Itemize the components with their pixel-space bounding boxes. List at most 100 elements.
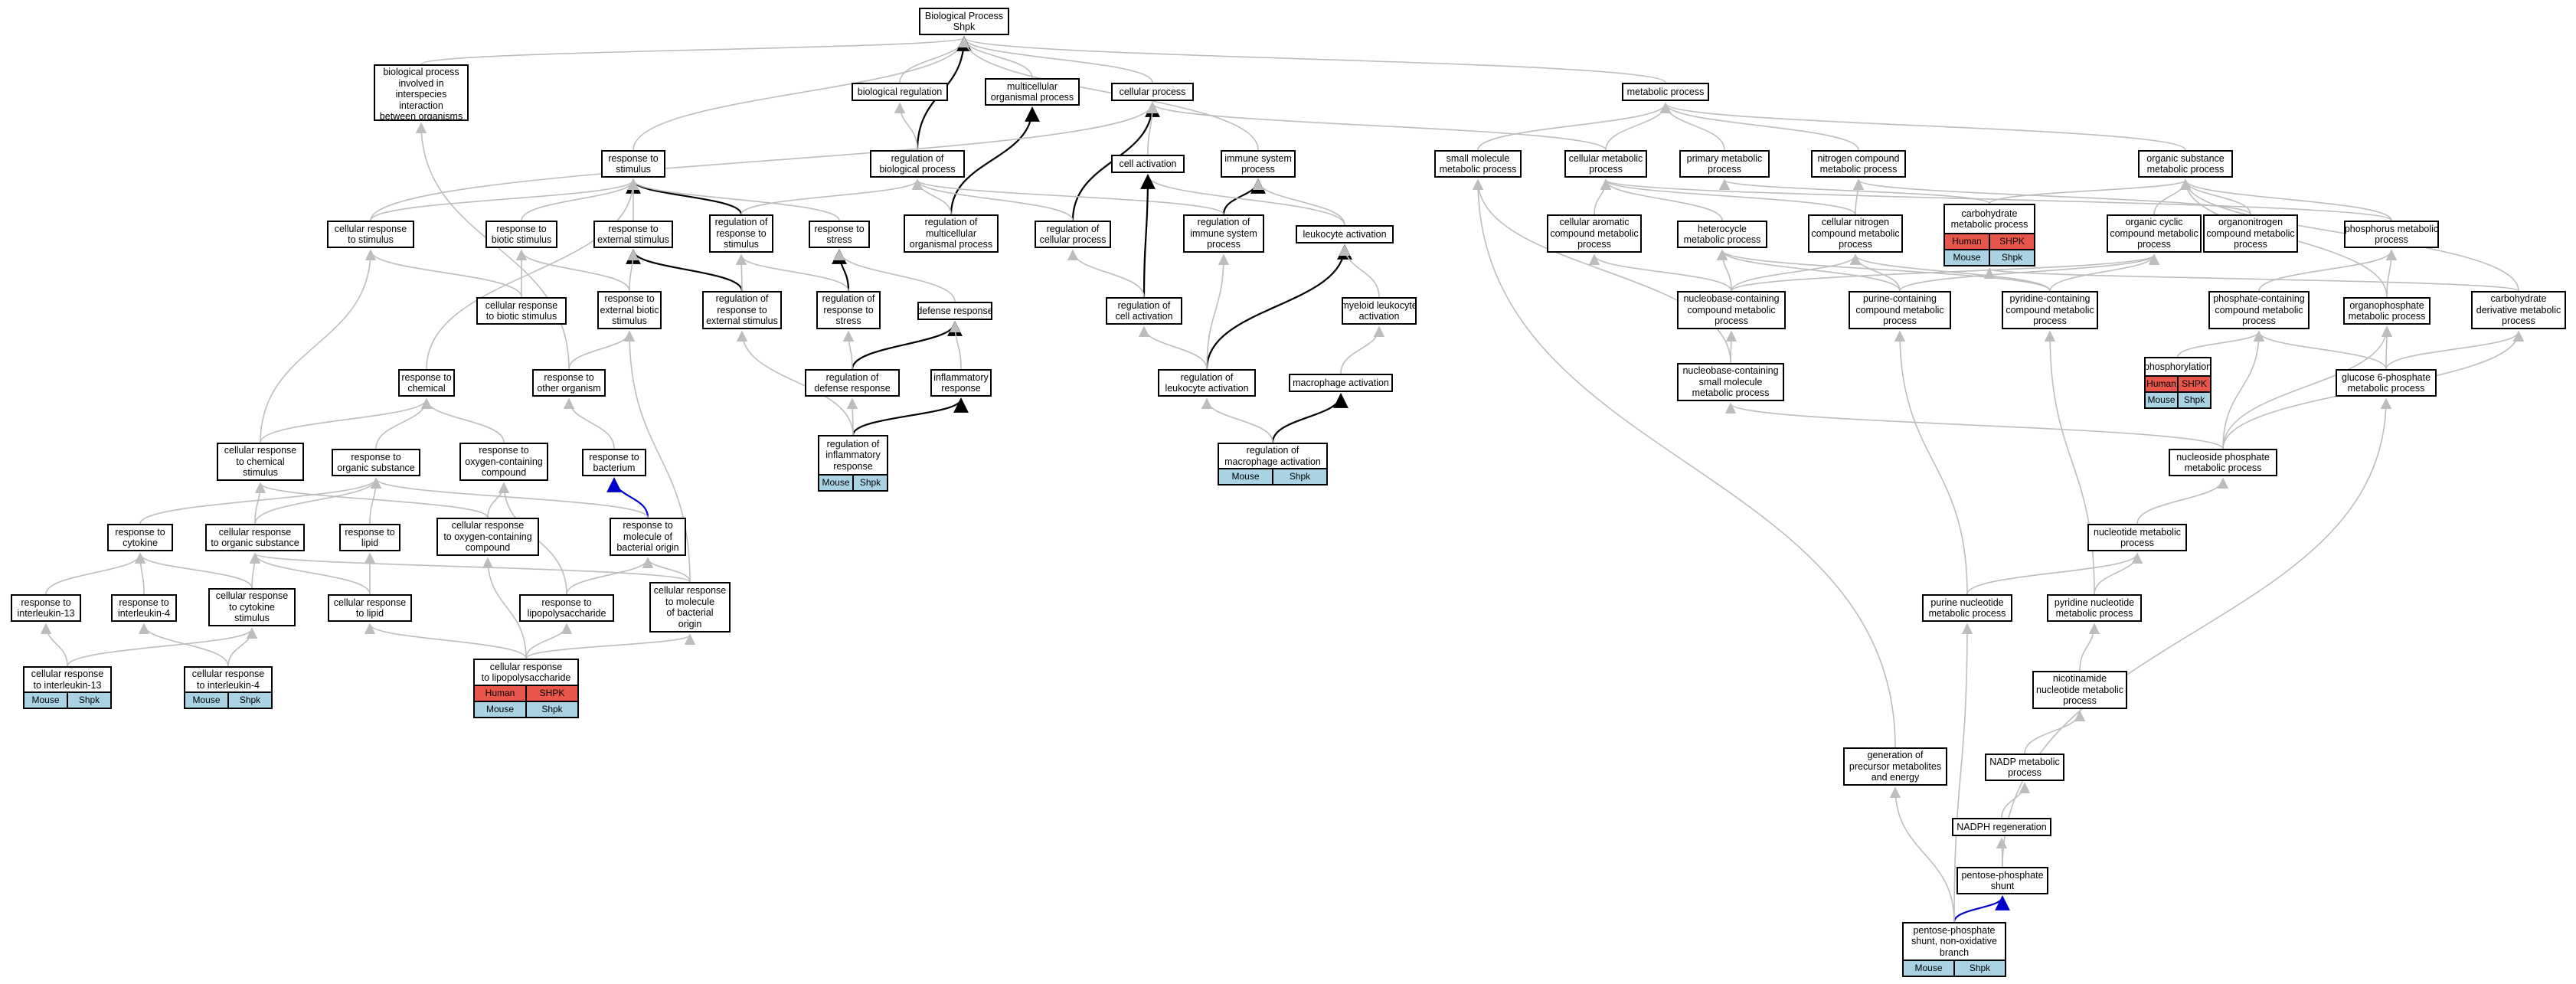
- go-term-node[interactable]: response to molecule of bacterial origin: [610, 518, 686, 556]
- go-term-node[interactable]: glucose 6-phosphate metabolic process: [2336, 369, 2437, 397]
- go-term-node[interactable]: purine nucleotide metabolic process: [1922, 594, 2012, 622]
- go-term-node[interactable]: nucleoside phosphate metabolic process: [2169, 449, 2277, 476]
- go-term-node[interactable]: heterocycle metabolic process: [1677, 221, 1767, 248]
- go-term-node[interactable]: carbohydrate derivative metabolic proces…: [2471, 291, 2566, 329]
- go-term-node[interactable]: cell activation: [1111, 155, 1185, 173]
- go-term-node[interactable]: cellular response to oxygen-containing c…: [436, 518, 539, 556]
- go-term-node[interactable]: biological process involved in interspec…: [374, 64, 469, 121]
- go-term-node[interactable]: multicellular organismal process: [985, 78, 1080, 106]
- go-term-label: pyridine-containing compound metabolic p…: [2006, 293, 2094, 327]
- go-term-node[interactable]: small molecule metabolic process: [1434, 150, 1522, 178]
- go-term-node[interactable]: NADPH regeneration: [1952, 818, 2051, 836]
- go-term-node[interactable]: organophosphate metabolic process: [2343, 297, 2431, 325]
- go-term-node[interactable]: cellular nitrogen compound metabolic pro…: [1808, 214, 1903, 253]
- go-term-node[interactable]: regulation of cell activation: [1106, 297, 1182, 325]
- go-term-node[interactable]: biological regulation: [852, 83, 948, 101]
- graph-edge: [515, 249, 630, 292]
- go-term-node[interactable]: phosphorus metabolic process: [2344, 221, 2439, 248]
- go-term-node[interactable]: response to stress: [809, 221, 870, 248]
- go-term-node[interactable]: cellular response to stimulus: [327, 221, 414, 248]
- go-term-node[interactable]: cellular process: [1111, 83, 1194, 101]
- go-term-node[interactable]: regulation of leukocyte activation: [1158, 369, 1256, 397]
- go-term-node[interactable]: inflammatory response: [930, 369, 992, 397]
- go-term-node[interactable]: response to stimulus: [601, 150, 665, 178]
- go-term-node[interactable]: defense response: [917, 302, 992, 320]
- go-term-node[interactable]: organic cyclic compound metabolic proces…: [2107, 214, 2202, 253]
- go-term-node[interactable]: myeloid leukocyte activation: [1342, 297, 1417, 325]
- go-term-node[interactable]: cellular response to lipid: [328, 594, 412, 622]
- go-term-node[interactable]: pentose-phosphate shunt: [1957, 867, 2048, 894]
- graph-edge: [2179, 178, 2251, 215]
- go-term-node[interactable]: regulation of defense response: [805, 369, 900, 397]
- go-term-label: organic cyclic compound metabolic proces…: [2110, 217, 2198, 250]
- go-term-node[interactable]: nucleobase-containing compound metabolic…: [1677, 291, 1786, 329]
- species-label: Mouse: [31, 695, 60, 706]
- go-term-label: myeloid leukocyte activation: [1342, 299, 1417, 322]
- go-term-label: NADP metabolic process: [1989, 756, 2060, 779]
- go-term-node[interactable]: cellular response to cytokine stimulus: [208, 588, 296, 626]
- go-term-node[interactable]: regulation of multicellular organismal p…: [904, 214, 999, 253]
- go-term-node[interactable]: purine-containing compound metabolic pro…: [1849, 291, 1951, 329]
- species-label: Mouse: [1953, 252, 1981, 263]
- go-term-node[interactable]: response to bacterium: [582, 449, 646, 476]
- go-term-label: response to lipopolysaccharide: [527, 597, 606, 619]
- go-term-node[interactable]: regulation of response to stress: [816, 291, 881, 329]
- go-term-node[interactable]: regulation of cellular process: [1035, 221, 1111, 248]
- go-term-node[interactable]: response to interleukin-13: [11, 594, 81, 622]
- graph-edge: [627, 178, 840, 221]
- go-term-node[interactable]: Biological Process Shpk: [919, 8, 1009, 35]
- go-term-node[interactable]: response to chemical: [398, 369, 455, 397]
- go-term-node[interactable]: regulation of response to external stimu…: [702, 291, 782, 329]
- go-term-node[interactable]: pyridine nucleotide metabolic process: [2047, 594, 2142, 622]
- go-term-node[interactable]: NADP metabolic process: [1985, 754, 2064, 781]
- go-term-node[interactable]: response to biotic stimulus: [485, 221, 557, 248]
- go-term-node[interactable]: primary metabolic process: [1679, 150, 1770, 178]
- go-term-node[interactable]: phosphate-containing compound metabolic …: [2208, 291, 2310, 329]
- go-term-node[interactable]: pentose-phosphate shunt, non-oxidative b…: [1902, 922, 2006, 977]
- go-term-label: cellular response to organic substance: [211, 526, 299, 549]
- go-term-node[interactable]: organonitrogen compound metabolic proces…: [2203, 214, 2298, 253]
- go-term-node[interactable]: response to lipid: [339, 524, 400, 551]
- go-term-node[interactable]: immune system process: [1221, 150, 1296, 178]
- go-term-node[interactable]: response to oxygen-containing compound: [459, 443, 548, 481]
- go-term-label: cellular response to molecule of bacteri…: [653, 585, 727, 629]
- go-term-node[interactable]: response to organic substance: [332, 449, 420, 476]
- graph-edge: [2385, 330, 2525, 370]
- go-term-label: biological regulation: [857, 86, 943, 97]
- go-term-node[interactable]: regulation of biological process: [870, 150, 965, 178]
- go-term-node[interactable]: nitrogen compound metabolic process: [1811, 150, 1906, 178]
- go-term-node[interactable]: leukocyte activation: [1296, 225, 1394, 244]
- gene-symbol: Shpk: [227, 693, 271, 708]
- go-term-node[interactable]: response to other organism: [532, 369, 606, 397]
- go-term-node[interactable]: cellular response to chemical stimulus: [217, 443, 304, 481]
- go-term-node[interactable]: cellular response to molecule of bacteri…: [649, 582, 731, 633]
- graph-edge: [1849, 253, 2051, 292]
- go-term-node[interactable]: response to external biotic stimulus: [597, 291, 662, 329]
- go-term-node[interactable]: nicotinamide nucleotide metabolic proces…: [2032, 671, 2127, 709]
- go-term-node[interactable]: nucleobase-containing small molecule met…: [1677, 363, 1784, 401]
- go-term-label: pentose-phosphate shunt, non-oxidative b…: [1911, 924, 1997, 958]
- go-term-node[interactable]: organic substance metabolic process: [2138, 150, 2233, 178]
- go-term-node[interactable]: regulation of immune system process: [1183, 214, 1264, 253]
- go-term-node[interactable]: response to lipopolysaccharide: [519, 594, 614, 622]
- go-term-node[interactable]: response to interleukin-4: [111, 594, 177, 622]
- go-term-node[interactable]: response to external stimulus: [593, 221, 673, 248]
- go-term-node[interactable]: nucleotide metabolic process: [2087, 524, 2187, 551]
- go-term-node[interactable]: pyridine-containing compound metabolic p…: [2002, 291, 2098, 329]
- go-term-node[interactable]: cellular aromatic compound metabolic pro…: [1547, 214, 1642, 253]
- go-term-node[interactable]: metabolic process: [1622, 83, 1709, 101]
- go-term-node[interactable]: cellular response to biotic stimulus: [476, 297, 567, 325]
- go-term-node[interactable]: response to cytokine: [107, 524, 173, 551]
- go-term-node[interactable]: generation of precursor metabolites and …: [1843, 747, 1947, 786]
- go-term-node[interactable]: regulation of response to stimulus: [709, 214, 773, 253]
- go-term-node[interactable]: cellular metabolic process: [1564, 150, 1647, 178]
- go-term-node[interactable]: cellular response to organic substance: [205, 524, 305, 551]
- go-term-node[interactable]: macrophage activation: [1289, 374, 1393, 392]
